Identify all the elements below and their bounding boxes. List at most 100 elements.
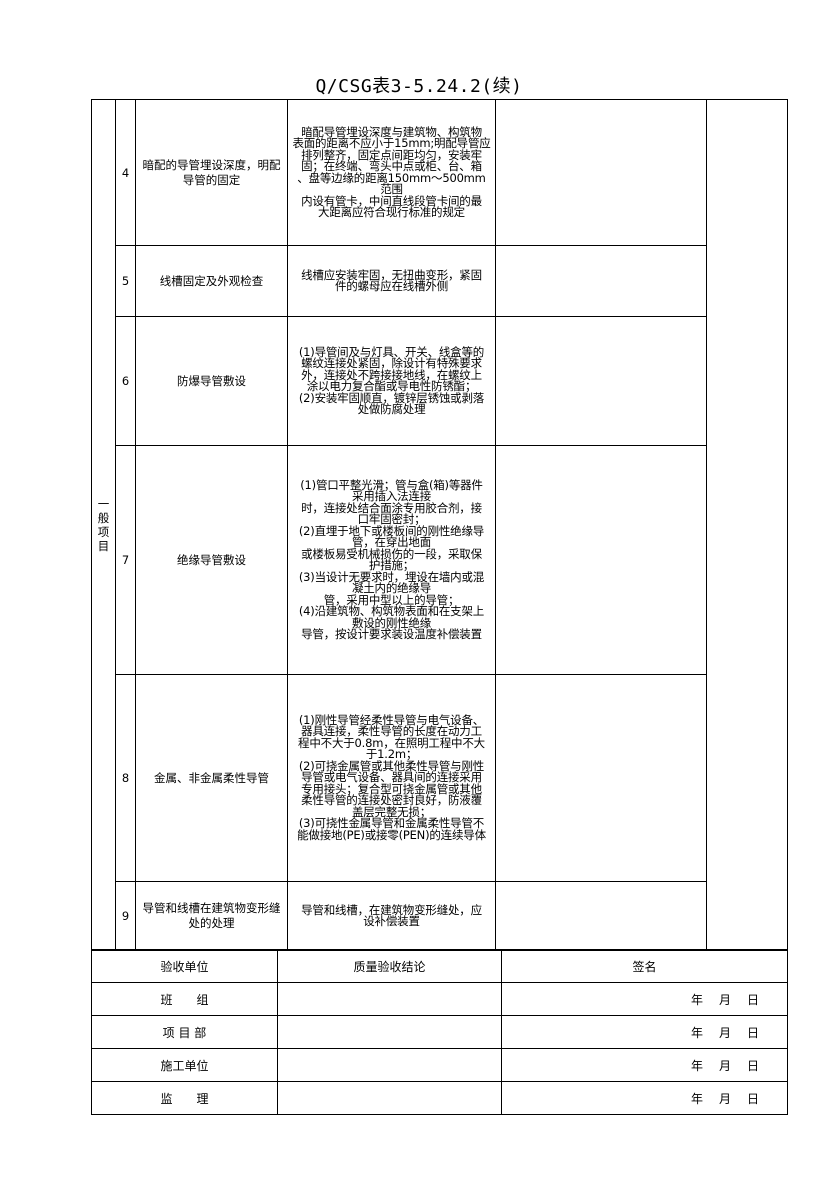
standard-line: 程中不大于0.8m，在照明工程中不大 — [298, 735, 485, 750]
item-number: 4 — [115, 99, 136, 246]
standard-line: 导管和线槽，在建筑物变形缝处，应 — [301, 902, 482, 917]
signature-date[interactable]: 年 月 日 — [501, 982, 788, 1016]
standard-line: 涂以电力复合酯或导电性防锈酯； — [306, 379, 477, 393]
standard-line: 管，采用中型以上的导管； — [323, 592, 460, 607]
standard-line: 、盘等边缘的距离150mm～500mm范围 — [297, 170, 486, 196]
standard-line: 暗配导管埋设深度与建筑物、构筑物 — [301, 124, 482, 139]
standard-line: 采用插入法连接 — [351, 489, 432, 503]
acceptance-header: 质量验收结论 — [277, 949, 502, 983]
standard-text: (1)刚性导管经柔性导管与电气设备、器具连接，柔性导管的长度在动力工程中不大于0… — [287, 674, 496, 882]
standard-line: (2)安装牢固顺直，镀锌层锈蚀或剥落 — [298, 390, 485, 405]
standard-text: (1)导管间及与灯具、开关、线盒等的螺纹连接处紧固，除设计有特殊要求外，连接处不… — [287, 316, 496, 446]
category-char: 项 — [97, 525, 110, 539]
acceptance-unit: 施工单位 — [91, 1048, 278, 1082]
acceptance-row: 班 组年 月 日 — [91, 982, 788, 1016]
quality-conclusion-cell[interactable] — [277, 1048, 502, 1082]
standard-line: 处做防腐处理 — [357, 402, 426, 416]
standard-line: (3)可挠性金属导管和金属柔性导管不 — [298, 816, 485, 831]
standard-text: 导管和线槽，在建筑物变形缝处，应设补偿装置 — [287, 881, 496, 951]
item-number: 6 — [115, 316, 136, 446]
standard-line: 于1.2m； — [365, 747, 418, 762]
item-name: 暗配的导管埋设深度，明配导管的固定 — [135, 99, 288, 246]
acceptance-header: 签名 — [501, 949, 788, 983]
item-name: 导管和线槽在建筑物变形缝处的处理 — [135, 881, 288, 951]
inspection-result-cell[interactable] — [495, 99, 707, 246]
item-name: 防爆导管敷设 — [135, 316, 288, 446]
standard-line: 专用接头；复合型可挠金属管或其他 — [301, 781, 482, 796]
form-title: Q/CSG表3-5.24.2(续) — [315, 76, 523, 97]
standard-line: 盖层完整无损； — [351, 804, 432, 819]
standard-line: (1)导管间及与灯具、开关、线盒等的 — [298, 344, 485, 359]
item-name: 线槽固定及外观检查 — [135, 245, 288, 317]
item-number: 8 — [115, 674, 136, 882]
item-name: 金属、非金属柔性导管 — [135, 674, 288, 882]
standard-line: (2)直埋于地下或楼板间的刚性绝缘导 — [298, 523, 485, 538]
acceptance-unit: 班 组 — [91, 982, 278, 1016]
category-cell: 一般项目 — [91, 99, 116, 951]
standard-text: (1)管口平整光滑；管与盒(箱)等器件采用插入法连接时，连接处结合面涂专用胶合剂… — [287, 445, 496, 675]
inspection-result-cell[interactable] — [495, 316, 707, 446]
acceptance-header-row: 验收单位质量验收结论签名 — [91, 949, 788, 983]
signature-date[interactable]: 年 月 日 — [501, 1015, 788, 1049]
standard-line: 外，连接处不跨接接地线，在螺纹上 — [301, 367, 482, 382]
item-number: 7 — [115, 445, 136, 675]
standard-line: 导管或电气设备、器具间的连接采用 — [301, 770, 482, 785]
standard-line: (3)当设计无要求时，埋设在墙内或混 — [298, 569, 485, 584]
standard-line: 表面的距离不应小于15mm;明配导管应 — [292, 136, 491, 150]
signature-date[interactable]: 年 月 日 — [501, 1048, 788, 1082]
standard-line: 或楼板易受机械损伤的一段，采取保 — [301, 546, 482, 561]
acceptance-row: 项 目 部年 月 日 — [91, 1015, 788, 1049]
item-name: 绝缘导管敷设 — [135, 445, 288, 675]
remark-cell[interactable] — [706, 99, 788, 951]
standard-line: 内设有管卡，中间直线段管卡间的最 — [301, 193, 482, 208]
quality-conclusion-cell[interactable] — [277, 1081, 502, 1115]
category-char: 目 — [97, 539, 110, 553]
standard-line: 能做接地(PE)或接零(PEN)的连续导体 — [297, 827, 486, 842]
standard-line: 管，在穿出地面 — [351, 535, 432, 549]
standard-line: 口牢固密封； — [357, 512, 426, 526]
item-number: 5 — [115, 245, 136, 317]
standard-text: 暗配导管埋设深度与建筑物、构筑物表面的距离不应小于15mm;明配导管应排列整齐，… — [287, 99, 496, 246]
standard-line: 敷设的刚性绝缘 — [351, 615, 432, 630]
standard-line: 件的螺母应在线槽外侧 — [335, 279, 448, 293]
acceptance-row: 施工单位 年 月 日 — [91, 1048, 788, 1082]
standard-line: 凝土内的绝缘导 — [351, 581, 432, 595]
standard-line: 固；在终端、弯头中点或柜、台、箱 — [301, 159, 482, 173]
standard-line: (1)管口平整光滑；管与盒(箱)等器件 — [300, 477, 483, 492]
category-char: 一 — [97, 497, 110, 511]
item-number: 9 — [115, 881, 136, 951]
standard-line: 导管，按设计要求装设温度补偿装置 — [301, 627, 482, 641]
acceptance-table: 验收单位质量验收结论签名班 组年 月 日项 目 部年 月 日施工单位年 月 日监… — [91, 949, 788, 1115]
inspection-result-cell[interactable] — [495, 445, 707, 675]
standard-line: 线槽应安装牢固，无扭曲变形，紧固 — [301, 267, 482, 282]
acceptance-unit: 项 目 部 — [91, 1015, 278, 1049]
standard-line: 大距离应符合现行标准的规定 — [318, 205, 465, 219]
standard-line: 时，连接处结合面涂专用胶合剂，接 — [301, 500, 482, 515]
quality-conclusion-cell[interactable] — [277, 982, 502, 1016]
standard-line: 设补偿装置 — [363, 914, 420, 928]
standard-line: (2)可挠金属管或其他柔性导管与刚性 — [298, 758, 485, 773]
inspection-result-cell[interactable] — [495, 245, 707, 317]
acceptance-unit: 监 理 — [91, 1081, 278, 1115]
signature-date[interactable]: 年 月 日 — [501, 1081, 788, 1115]
standard-line: (4)沿建筑物、构筑物表面和在支架上 — [298, 604, 485, 618]
quality-conclusion-cell[interactable] — [277, 1015, 502, 1049]
inspection-result-cell[interactable] — [495, 881, 707, 951]
standard-line: 器具连接，柔性导管的长度在动力工 — [301, 724, 482, 739]
standard-line: 排列整齐，固定点间距均匀，安装牢 — [301, 147, 482, 162]
acceptance-header: 验收单位 — [91, 949, 278, 983]
standard-text: 线槽应安装牢固，无扭曲变形，紧固件的螺母应在线槽外侧 — [287, 245, 496, 317]
standard-line: 螺纹连接处紧固，除设计有特殊要求 — [301, 356, 482, 370]
acceptance-row: 监 理年 月 日 — [91, 1081, 788, 1115]
standard-line: 柔性导管的连接处密封良好，防液覆 — [301, 793, 482, 808]
inspection-result-cell[interactable] — [495, 674, 707, 882]
category-char: 般 — [97, 511, 110, 525]
standard-line: (1)刚性导管经柔性导管与电气设备、 — [298, 712, 485, 727]
